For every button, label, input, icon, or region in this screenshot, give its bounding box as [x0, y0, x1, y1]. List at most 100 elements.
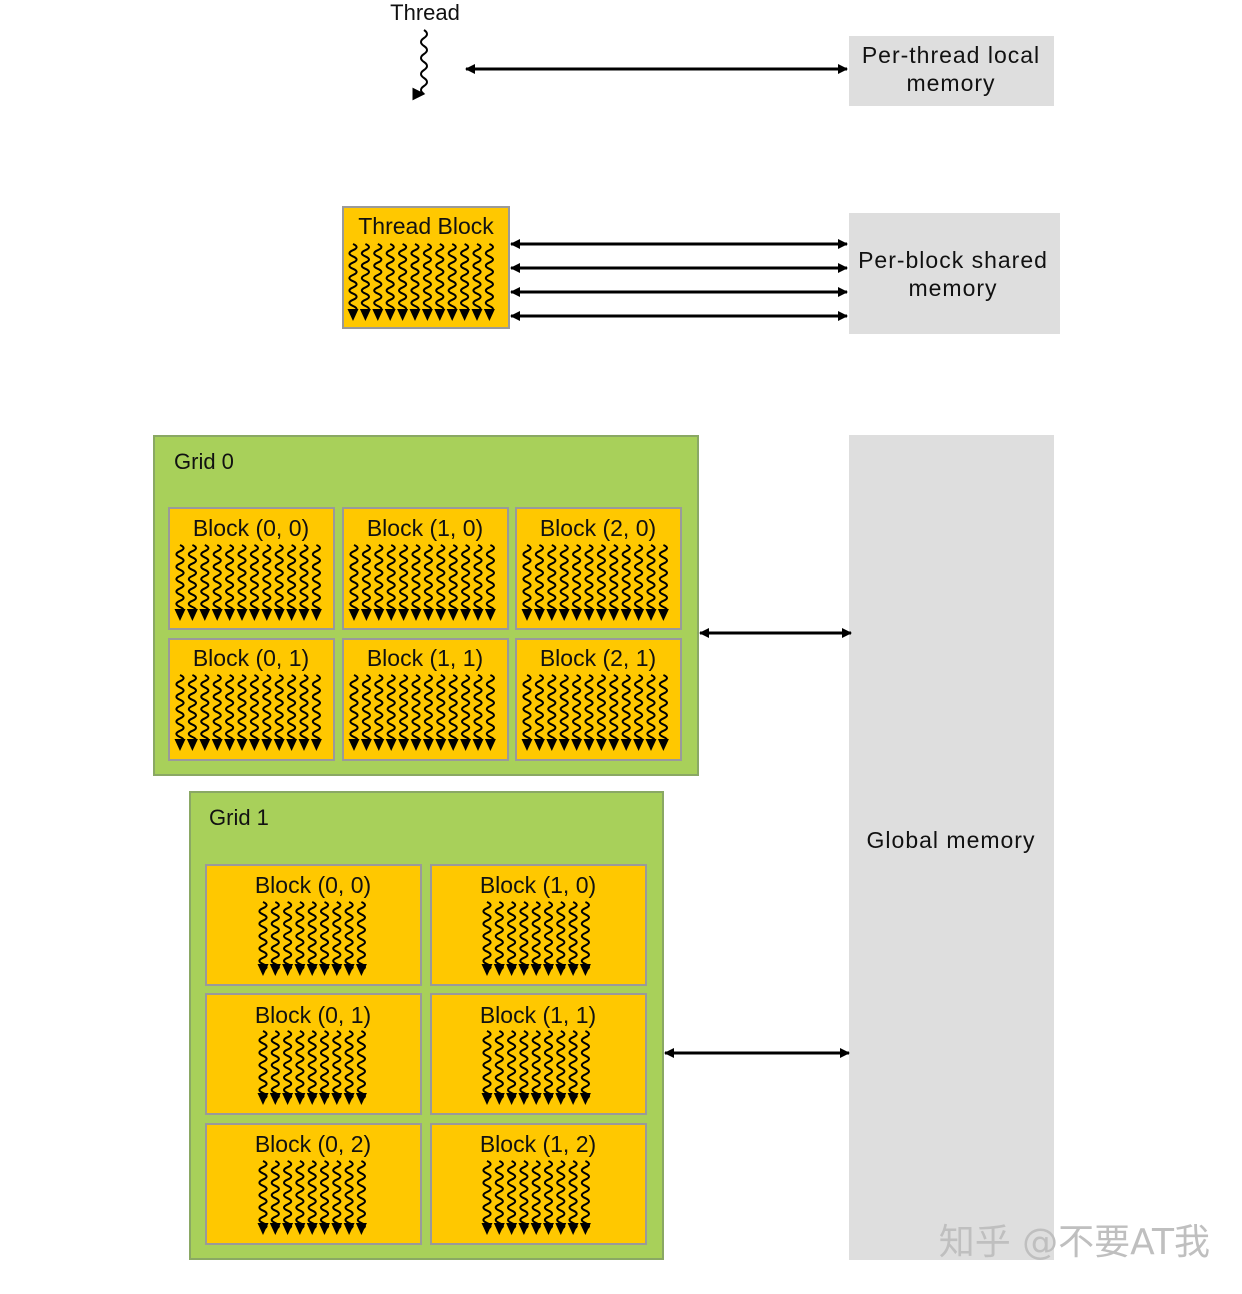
thread-arrowhead	[471, 309, 483, 321]
thread-arrowhead	[518, 964, 530, 976]
thread-arrowhead	[343, 964, 355, 976]
thread-wave	[361, 674, 371, 745]
thread-wave	[249, 544, 259, 615]
thread-wave	[274, 544, 284, 615]
thread-wave	[559, 544, 569, 615]
thread-arrowhead	[620, 609, 632, 621]
thread-arrowhead	[633, 609, 645, 621]
thread-arrowhead	[447, 739, 459, 751]
thread-arrowhead	[384, 309, 396, 321]
thread-arrowhead	[286, 739, 298, 751]
thread-arrowhead	[483, 309, 495, 321]
thread-arrowhead	[347, 309, 359, 321]
per-block-shared-memory-box	[849, 213, 1060, 334]
thread-wave	[411, 674, 421, 745]
thread-arrowhead	[493, 1223, 505, 1235]
thread-arrowhead	[398, 609, 410, 621]
thread-wave	[349, 544, 359, 615]
grid-0-block-0-1: Block (0, 1)	[168, 638, 335, 761]
grid-0-block-label: Block (1, 1)	[367, 645, 483, 671]
thread-arrowhead	[348, 609, 360, 621]
thread-arrowhead	[261, 739, 273, 751]
grid-0-block-1-1: Block (1, 1)	[342, 638, 509, 761]
thread-wave	[386, 544, 396, 615]
thread-wave	[522, 674, 532, 745]
grid-0-block-2-1: Block (2, 1)	[515, 638, 682, 761]
grid-1-label: Grid 1	[209, 805, 269, 830]
thread-wave	[374, 544, 384, 615]
thread-arrowhead	[306, 1093, 318, 1105]
thread-arrowhead	[481, 1223, 493, 1235]
thread-wave	[580, 901, 590, 972]
thread-arrowhead	[186, 739, 198, 751]
thread-arrowhead	[506, 964, 518, 976]
thread-arrowhead	[211, 609, 223, 621]
thread-wave	[307, 1030, 317, 1101]
thread-wave	[385, 243, 395, 314]
grid-1-block-1-0: Block (1, 0)	[430, 864, 647, 986]
thread-arrowhead	[657, 739, 669, 751]
thread-arrowhead	[567, 964, 579, 976]
thread-arrowhead	[273, 739, 285, 751]
thread-wave	[482, 1160, 492, 1231]
thread-arrowhead	[421, 309, 433, 321]
thread-arrowhead	[645, 609, 657, 621]
thread-arrowhead	[481, 1093, 493, 1105]
thread-wave	[473, 674, 483, 745]
thread-wave	[398, 243, 408, 314]
grid-1-block-label: Block (1, 2)	[480, 1131, 596, 1157]
thread-arrowhead	[319, 964, 330, 976]
thread-wave	[200, 674, 210, 745]
thread-arrowhead	[385, 739, 397, 751]
thread-wave	[448, 544, 458, 615]
thread-wave	[448, 674, 458, 745]
thread-arrowhead	[397, 309, 409, 321]
thread-arrowhead	[261, 609, 273, 621]
thread-arrowhead	[410, 739, 422, 751]
thread-wave	[200, 544, 210, 615]
thread-wave	[461, 544, 471, 615]
thread-arrowhead	[567, 1223, 579, 1235]
thread-wave	[410, 243, 420, 314]
thread-wave	[494, 1030, 504, 1101]
thread-wave	[556, 1160, 566, 1231]
thread-arrowhead	[435, 739, 447, 751]
thread-wave	[482, 1030, 492, 1101]
per-thread-local-memory-label-2: memory	[906, 70, 995, 96]
thread-wave	[484, 243, 494, 314]
grid-1-block-1-1: Block (1, 1)	[430, 993, 647, 1115]
thread-arrowhead	[608, 739, 620, 751]
thread-arrowhead	[410, 609, 422, 621]
thread-wave	[361, 544, 371, 615]
thread-wave	[307, 901, 317, 972]
thread-wave	[559, 674, 569, 745]
thread-wave	[386, 674, 396, 745]
grid-0-block-1-0: Block (1, 0)	[342, 507, 509, 630]
thread-arrowhead	[372, 309, 384, 321]
thread-wave	[283, 1160, 293, 1231]
thread-wave	[543, 1030, 554, 1101]
thread-wave	[522, 544, 532, 615]
thread-arrowhead	[269, 1223, 281, 1235]
thread-wave	[658, 674, 668, 745]
grid-0-label: Grid 0	[174, 449, 234, 474]
thread-wave	[422, 243, 432, 314]
thread-wave	[543, 901, 554, 972]
thread-wave	[423, 544, 433, 615]
thread-wave	[249, 674, 259, 745]
thread-wave	[307, 1160, 317, 1231]
thread-wave	[494, 901, 504, 972]
thread-arrowhead	[199, 739, 211, 751]
grid-1-block-label: Block (1, 0)	[480, 872, 596, 898]
thread-arrowhead	[506, 1093, 518, 1105]
thread-arrowhead	[645, 739, 657, 751]
thread-wave	[621, 544, 631, 615]
thread-arrowhead	[422, 609, 434, 621]
thread-arrowhead	[579, 1093, 591, 1105]
thread-arrowhead	[224, 739, 236, 751]
thread-arrowhead	[331, 1223, 343, 1235]
thread-wave	[332, 901, 342, 972]
thread-wave	[609, 674, 619, 745]
thread-wave	[373, 243, 383, 314]
per-thread-local-memory-label-1: Per-thread local	[862, 42, 1040, 68]
